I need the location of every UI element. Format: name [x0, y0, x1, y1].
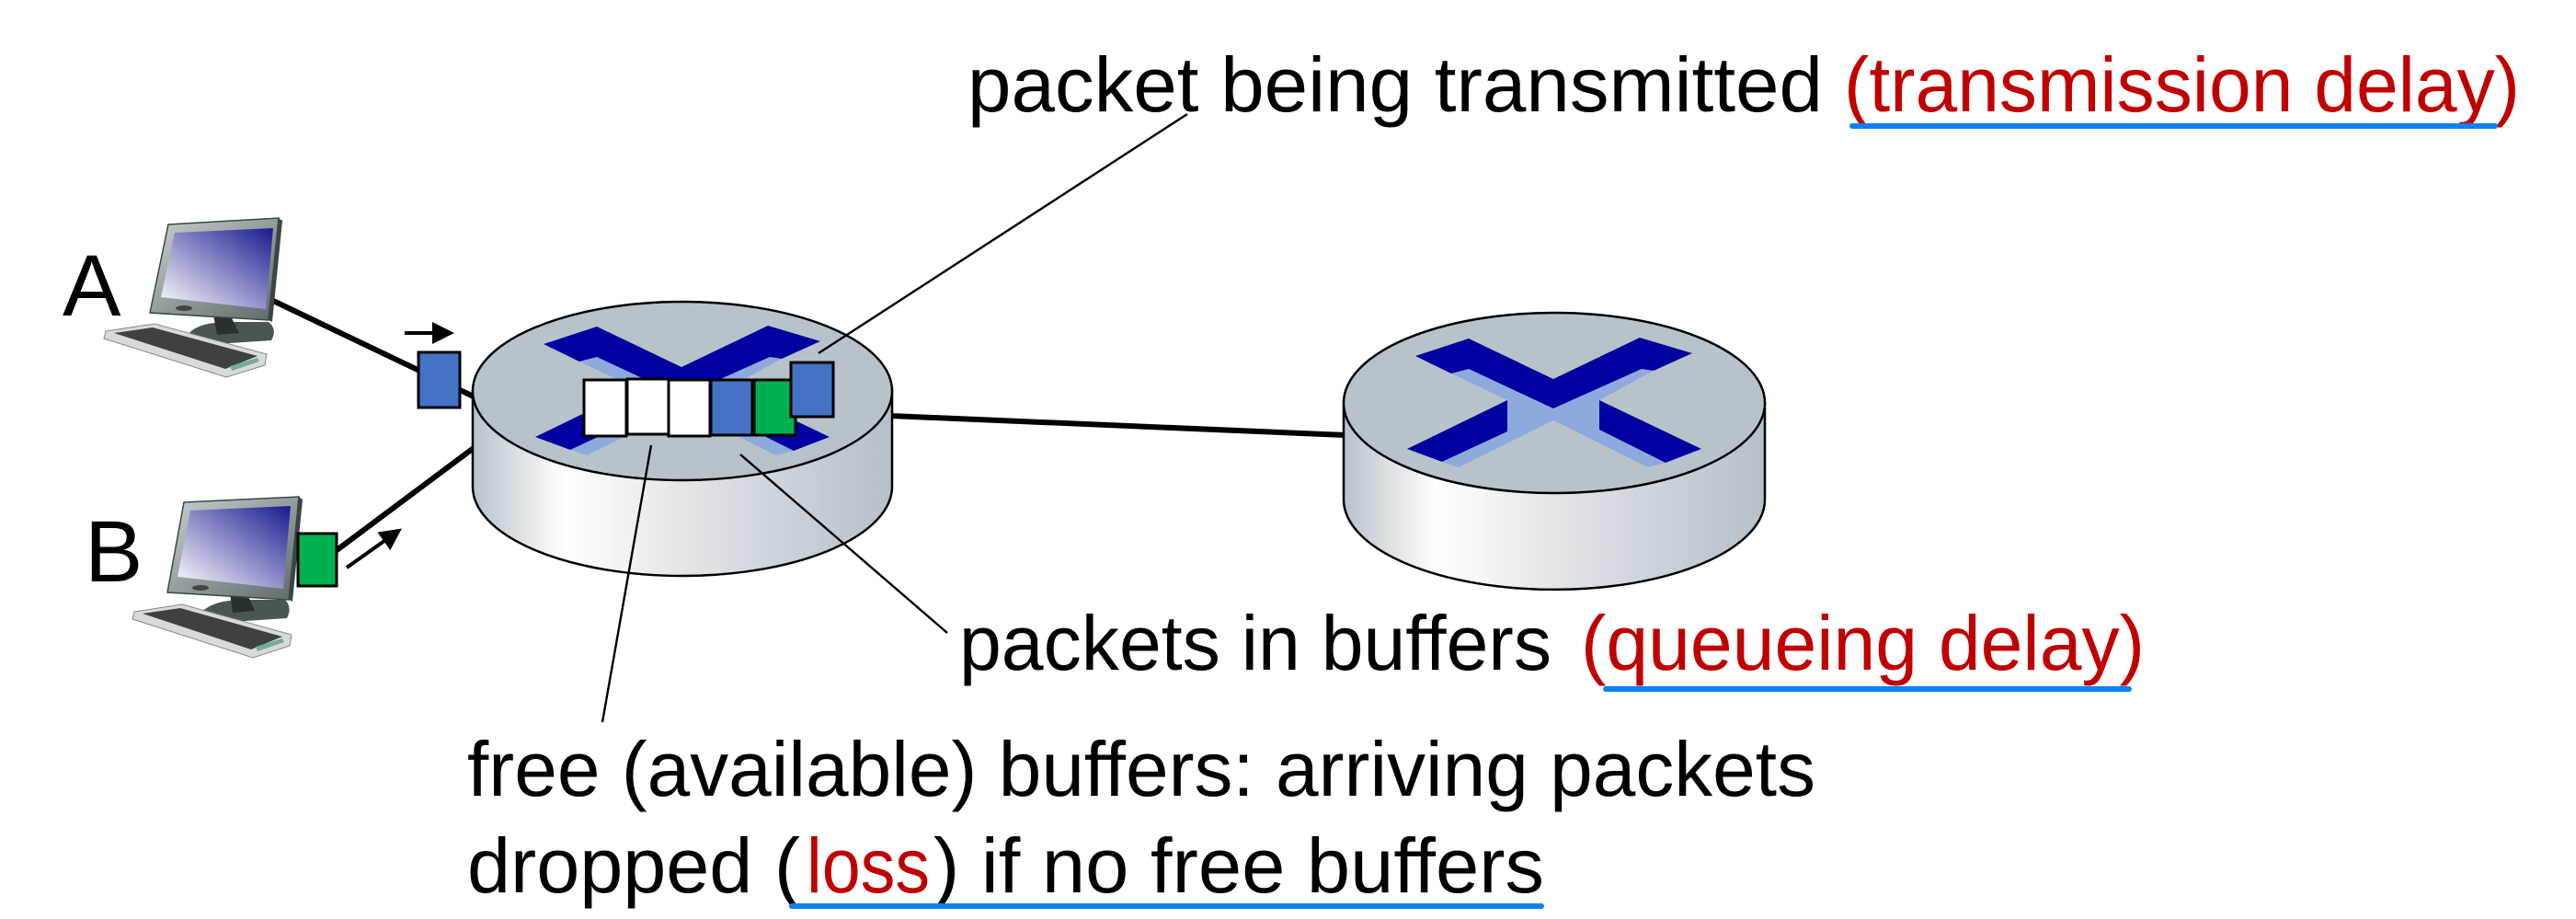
- callout-transmitted: [818, 112, 1188, 355]
- keyboard-icon: [132, 603, 292, 659]
- free-buffers-line-2-suffix: ) if no free buffers: [933, 822, 1544, 909]
- buffer-queue: [582, 377, 797, 438]
- queued-packet-b: [752, 378, 797, 437]
- annotation-queueing-delay: packets in buffers (queueing delay): [959, 600, 2145, 692]
- router-symbol-icon: [1407, 338, 1701, 467]
- screen-icon: [161, 228, 273, 309]
- annotation-free-buffers: free (available) buffers: arriving packe…: [467, 726, 1815, 909]
- loss-text: loss: [807, 822, 930, 909]
- free-buffers-line-2-prefix: dropped (: [467, 822, 800, 909]
- packet-b-in-transit: [296, 532, 338, 588]
- router-1-icon: [471, 300, 894, 578]
- router-2-icon: [1342, 311, 1767, 592]
- free-buffer-slot: [625, 377, 670, 436]
- arrow-up-right-icon: [345, 528, 402, 569]
- transmitted-text: packet being transmitted: [967, 41, 1823, 128]
- transmission-delay-text: (transmission delay): [1844, 41, 2520, 128]
- transmitting-packet: [789, 361, 835, 419]
- callout-free-buffers: [601, 444, 653, 723]
- queueing-delay-text: (queueing delay): [1581, 600, 2145, 686]
- free-buffer-slot: [667, 378, 712, 438]
- host-a-label: A: [63, 237, 121, 335]
- host-b-computer-icon: [132, 496, 303, 659]
- callout-queued: [739, 454, 948, 634]
- screen-icon: [177, 506, 291, 589]
- link-router-1-router-2: [889, 413, 1346, 438]
- free-buffer-slot: [582, 378, 628, 438]
- host-b-label: B: [85, 503, 143, 601]
- annotation-transmission-delay: packet being transmitted (transmission d…: [967, 41, 2520, 129]
- keyboard-icon: [103, 323, 268, 378]
- host-a-computer-icon: [103, 217, 282, 378]
- free-buffers-line-1: free (available) buffers: arriving packe…: [467, 726, 1815, 812]
- queued-text: packets in buffers: [959, 600, 1551, 686]
- queued-packet-a: [709, 378, 754, 437]
- packet-a-in-transit: [417, 350, 462, 409]
